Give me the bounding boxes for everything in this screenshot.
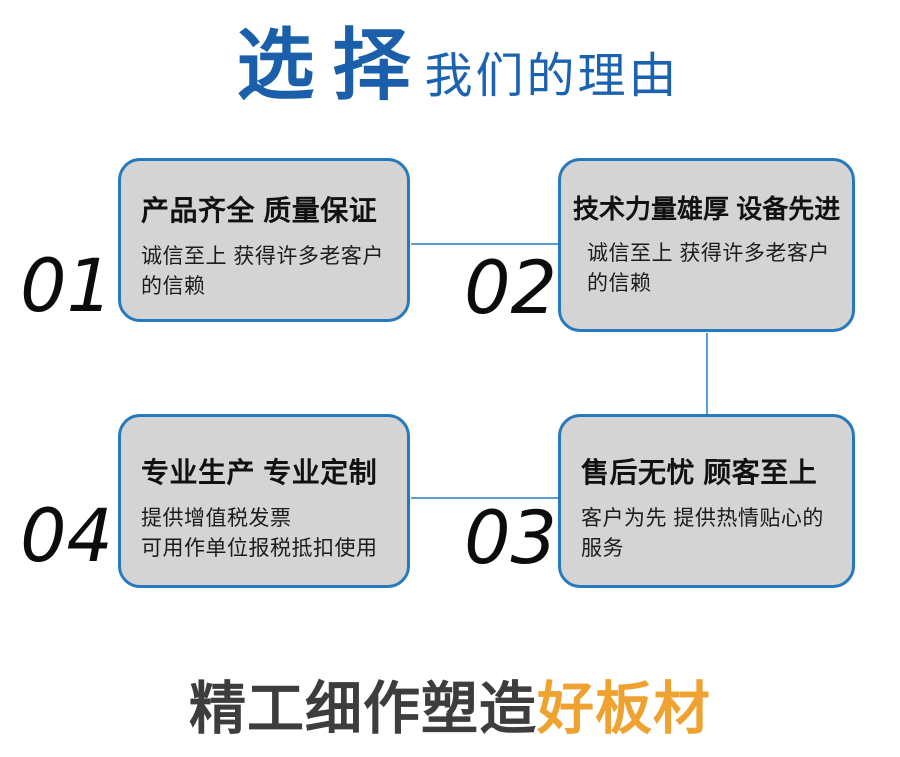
feature-card-products: 产品齐全 质量保证 诚信至上 获得许多老客户 的信赖 <box>118 158 410 322</box>
card-body: 提供增值税发票 可用作单位报税抵扣使用 <box>141 507 378 561</box>
card-body: 诚信至上 获得许多老客户 的信赖 <box>141 245 384 299</box>
card-heading: 专业生产 专业定制 <box>141 457 378 488</box>
footer-slogan: 精工细作塑造好板材 <box>0 678 900 741</box>
index-number-01: 01 <box>20 244 113 329</box>
page-title: 选择 我们的理由 <box>8 26 900 104</box>
feature-card-aftersales: 售后无忧 顾客至上 客户为先 提供热情贴心的 服务 <box>558 414 855 588</box>
card-body: 诚信至上 获得许多老客户 的信赖 <box>587 242 830 296</box>
card-heading: 产品齐全 质量保证 <box>141 195 378 226</box>
card-heading: 售后无忧 顾客至上 <box>581 457 818 488</box>
feature-card-technology: 技术力量雄厚 设备先进 诚信至上 获得许多老客户 的信赖 <box>558 158 855 332</box>
slogan-accent-text: 好板材 <box>537 677 711 741</box>
index-number-02: 02 <box>464 246 557 331</box>
page-title-suffix: 我们的理由 <box>424 50 680 103</box>
card-heading: 技术力量雄厚 设备先进 <box>573 194 841 224</box>
connector-box1-box2 <box>411 243 558 245</box>
feature-card-customization: 专业生产 专业定制 提供增值税发票 可用作单位报税抵扣使用 <box>118 414 410 588</box>
index-number-04: 04 <box>20 494 113 579</box>
connector-box4-box3 <box>411 497 558 499</box>
slogan-main-text: 精工细作塑造 <box>189 677 537 741</box>
connector-box2-box3 <box>706 333 708 414</box>
index-number-03: 03 <box>464 496 557 581</box>
card-body: 客户为先 提供热情贴心的 服务 <box>581 507 824 561</box>
page-title-main: 选择 <box>236 21 429 109</box>
